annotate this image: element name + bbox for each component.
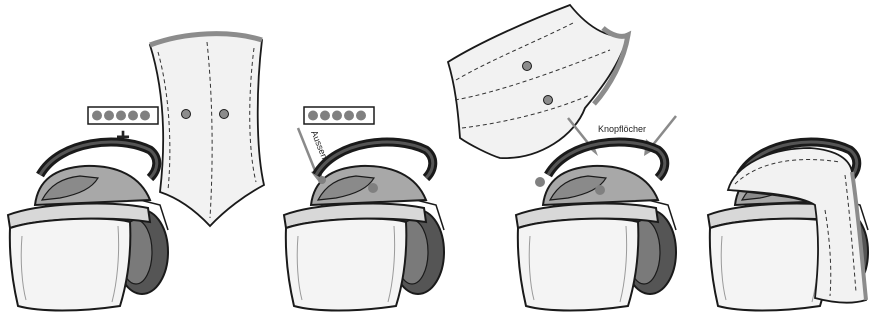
press-stud-strip-icon xyxy=(88,107,158,124)
step-4 xyxy=(708,142,868,310)
rain-cover-panel xyxy=(448,5,628,158)
helmet-with-visor xyxy=(284,142,444,310)
arrow-label-knopfloecher: Knopflöcher xyxy=(598,124,646,134)
stud-icon xyxy=(535,177,545,187)
helmet-with-visor xyxy=(516,142,676,310)
step-1: + xyxy=(8,34,264,311)
stud-icon xyxy=(368,183,378,193)
stud-icon xyxy=(595,185,605,195)
rain-cover-panel xyxy=(150,34,264,226)
arrow-label-aussen: Aussen xyxy=(309,129,330,161)
step-3: Knopflöcher xyxy=(448,5,676,311)
helmet-with-visor xyxy=(8,142,168,310)
press-stud-strip-icon xyxy=(304,107,374,124)
step-2: Aussen xyxy=(284,107,444,311)
stud-icon xyxy=(318,176,326,184)
